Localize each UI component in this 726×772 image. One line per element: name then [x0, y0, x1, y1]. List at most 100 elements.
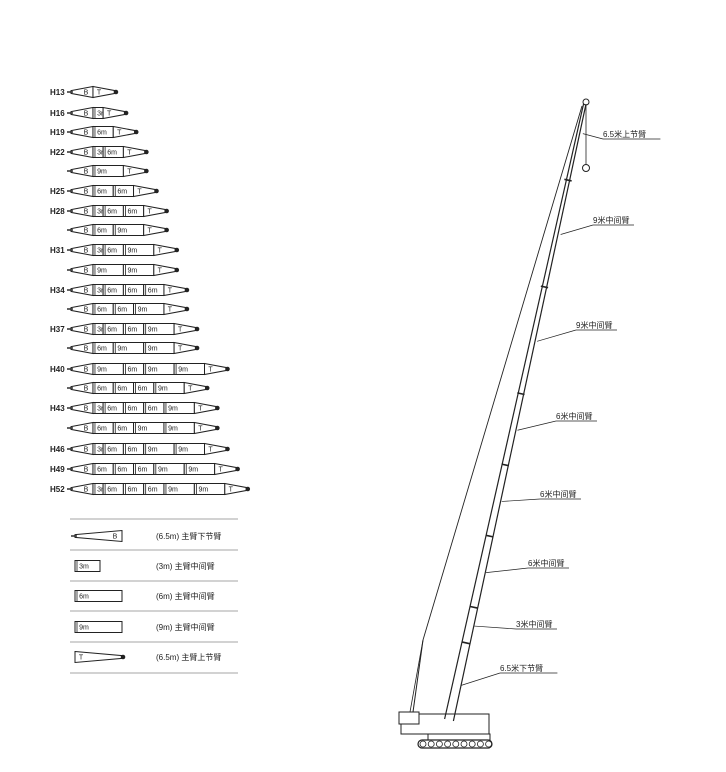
- section-label: 6m: [128, 367, 138, 374]
- callout-label: 6.5米下节臂: [500, 663, 543, 673]
- track-roller: [476, 740, 484, 748]
- track-roller: [452, 740, 460, 748]
- crane-cab: [398, 711, 420, 725]
- section-label: 6m: [128, 327, 138, 334]
- crane-section-callout: 6米中间臂: [501, 489, 581, 502]
- section-label: 6m: [107, 248, 117, 255]
- hook-block: [582, 164, 590, 172]
- section-label: 6m: [117, 307, 127, 314]
- boom-base-section: [70, 184, 94, 198]
- section-label: 9m: [168, 426, 178, 433]
- boom-tip-sheave: [194, 345, 200, 351]
- crane-section-callout: 6.5米下节臂: [461, 663, 558, 686]
- section-label: 6m: [148, 288, 158, 295]
- section-label: 6m: [107, 406, 117, 413]
- boom-length-label: H13: [50, 88, 65, 97]
- legend-item: T(6.5m) 主臂上节臂: [74, 650, 221, 664]
- boom-length-label: H28: [50, 207, 65, 216]
- section-label: 3m: [97, 111, 107, 118]
- section-label: T: [219, 467, 224, 474]
- boom-tip-sheave: [164, 227, 169, 233]
- boom-base-section: [70, 322, 94, 336]
- section-label: 9m: [79, 625, 89, 632]
- boom-length-label: H31: [50, 246, 65, 255]
- boom-length-label: H40: [50, 365, 65, 374]
- callout-label: 9米中间臂: [576, 320, 612, 330]
- section-label: B: [84, 346, 89, 353]
- crane-section-callout: 9米中间臂: [536, 320, 617, 342]
- boom-base-section: [70, 442, 94, 456]
- section-label: 9m: [117, 346, 127, 353]
- section-label: 6m: [128, 288, 138, 295]
- section-label: B: [84, 447, 89, 454]
- crane-section-callout: 9米中间臂: [560, 215, 634, 235]
- boom-tip-sheave: [194, 326, 200, 332]
- legend-text: (6.5m) 主臂下节臂: [156, 531, 221, 541]
- section-label: 9m: [148, 367, 158, 374]
- section-label: 9m: [128, 268, 138, 275]
- section-label: B: [84, 487, 89, 494]
- section-label: 9m: [148, 346, 158, 353]
- crane-section-callout: 6米中间臂: [486, 558, 569, 573]
- section-label: 9m: [158, 467, 168, 474]
- section-label: 3m: [97, 487, 107, 494]
- boom-insert-section: [74, 590, 123, 602]
- track-roller: [427, 740, 435, 748]
- section-label: T: [127, 169, 132, 176]
- boom-base-section: [70, 462, 94, 476]
- track-roller: [468, 740, 476, 748]
- callout-leader: [474, 625, 517, 630]
- section-label: 9m: [188, 467, 198, 474]
- boom-base-section: [70, 85, 94, 99]
- boom-length-label: H52: [50, 485, 65, 494]
- section-label: 9m: [117, 228, 127, 235]
- section-label: B: [84, 169, 89, 176]
- section-label: 9m: [97, 169, 107, 176]
- section-label: B: [84, 111, 89, 118]
- callout-leader: [560, 224, 594, 235]
- section-label: T: [97, 90, 102, 97]
- boom-tip-sheave: [184, 287, 190, 293]
- boom-section-joint: [501, 463, 510, 467]
- section-label: B: [84, 90, 89, 97]
- boom-base-section: [70, 362, 94, 376]
- section-label: B: [84, 130, 89, 137]
- boom-length-label: H19: [50, 128, 65, 137]
- section-label: 9m: [168, 487, 178, 494]
- section-label: T: [168, 307, 173, 314]
- section-label: T: [117, 130, 122, 137]
- track-roller: [485, 740, 493, 748]
- section-label: 3m: [97, 447, 107, 454]
- boom-length-label: H46: [50, 445, 65, 454]
- callout-leader: [501, 498, 541, 502]
- boom-tip-sheave: [174, 247, 180, 253]
- boom-tip-sheave: [144, 168, 149, 174]
- boom-combination-row: B 9m T: [67, 164, 149, 178]
- section-label: 6m: [128, 209, 138, 216]
- section-label: T: [188, 386, 193, 393]
- section-label: 9m: [178, 447, 188, 454]
- section-label: T: [168, 288, 173, 295]
- section-label: 9m: [168, 406, 178, 413]
- boom-base-section: [70, 482, 94, 496]
- boom-length-label: H49: [50, 465, 65, 474]
- section-label: 3m: [97, 406, 107, 413]
- boom-section-joint: [540, 285, 549, 289]
- boom-section-joint: [564, 178, 572, 182]
- section-label: T: [229, 487, 234, 494]
- legend-text: (6m) 主臂中间臂: [156, 591, 215, 601]
- section-label: T: [178, 327, 183, 334]
- section-label: B: [84, 406, 89, 413]
- section-label: 6m: [138, 386, 148, 393]
- section-label: 6m: [117, 386, 127, 393]
- boom-length-label: H22: [50, 148, 65, 157]
